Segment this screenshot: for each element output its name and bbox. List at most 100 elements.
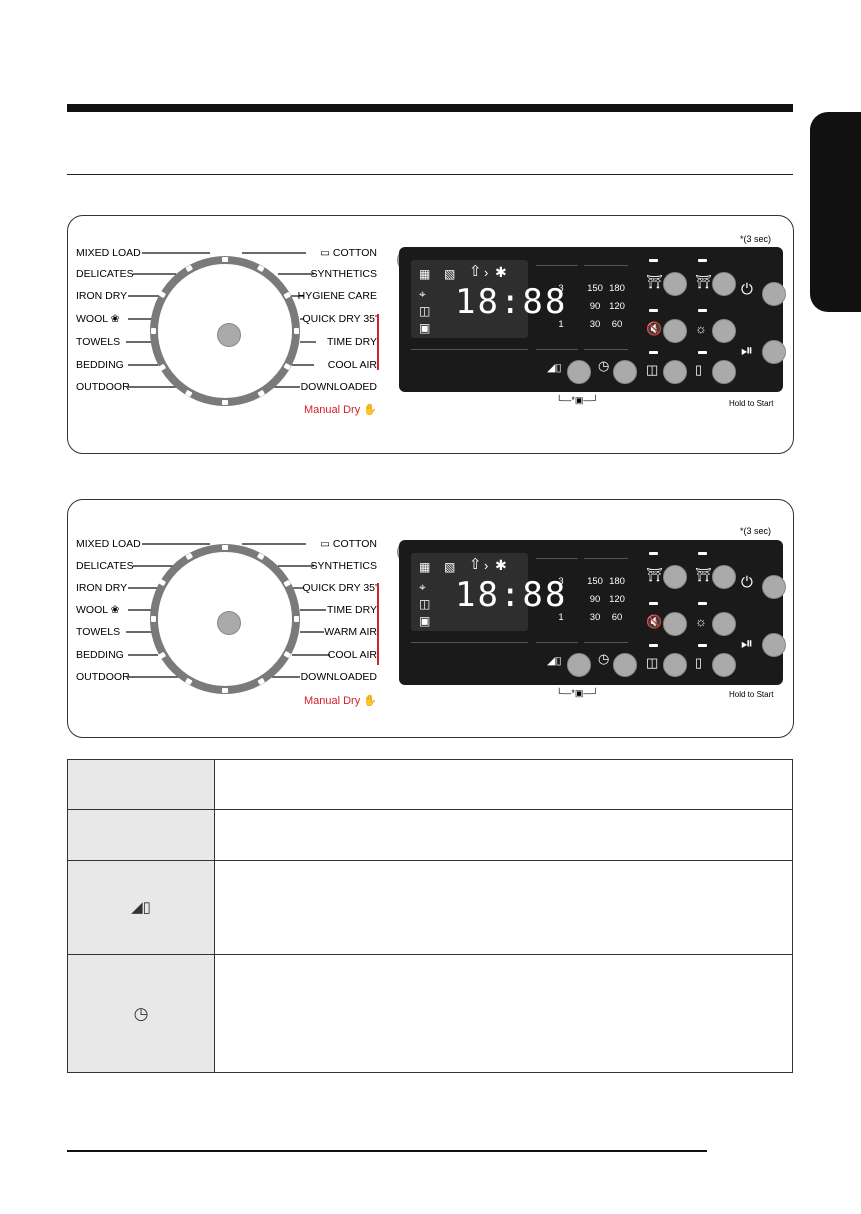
- column-divider: [584, 349, 628, 350]
- clock-icon: ◷: [133, 1003, 149, 1023]
- function-table: ◢▯ ◷: [67, 759, 793, 1073]
- chevron-right-icon: ›: [484, 558, 489, 573]
- program-label: DELICATES: [76, 268, 134, 280]
- level-number: 3: [558, 576, 564, 587]
- table-row: [67, 809, 793, 861]
- level-number: 2: [558, 301, 564, 312]
- filter-icon[interactable]: ◫: [646, 655, 659, 670]
- signal-level-icon[interactable]: ◢▯: [547, 655, 562, 667]
- three-sec-note: *(3 sec): [740, 234, 772, 244]
- display-divider: [411, 349, 528, 350]
- program-bracket: [377, 314, 379, 370]
- program-label: COOL AIR: [327, 649, 377, 661]
- signal-level-icon[interactable]: ◢▯: [547, 362, 562, 374]
- column-divider: [584, 642, 628, 643]
- light-icon[interactable]: ☼: [695, 614, 707, 629]
- column-divider: [536, 265, 578, 266]
- indicator-led: [649, 259, 658, 262]
- program-label: TOWELS: [76, 336, 121, 348]
- mute-icon[interactable]: 🔇: [646, 321, 663, 336]
- time-callout: [613, 360, 637, 384]
- table-value-cell: [214, 759, 793, 810]
- power-icon[interactable]: ⏻: [741, 281, 753, 298]
- child-lock-icon: ▣: [574, 395, 584, 405]
- dry-level-callout: [567, 360, 591, 384]
- program-label: TIME DRY: [327, 336, 377, 348]
- power-callout: [762, 282, 786, 306]
- shirt-icon: ⇧: [469, 263, 482, 280]
- start-pause-icon[interactable]: ⏯: [741, 342, 754, 359]
- indicator-led: [698, 644, 707, 647]
- remote-icon[interactable]: ▯: [695, 655, 703, 670]
- wool-label: WOOL: [76, 313, 108, 325]
- control-panel-diagram-1: MIXED LOAD DELICATES IRON DRY WOOL ❀ TOW…: [67, 215, 794, 454]
- footer-rule: [67, 1150, 707, 1152]
- shirt-steam-icon[interactable]: ⛩: [695, 567, 712, 582]
- option-callout: [712, 272, 736, 296]
- program-label: HYGIENE CARE: [297, 290, 377, 302]
- shirt-icon: ⇧: [469, 556, 482, 573]
- program-label: DELICATES: [76, 560, 134, 572]
- program-label: WARM AIR: [324, 626, 377, 638]
- control-panel-diagram-2: MIXED LOAD DELICATES IRON DRY WOOL ❀ TOW…: [67, 499, 794, 738]
- time-number: 30: [589, 612, 601, 623]
- shirt-lock-icon[interactable]: ⛩: [646, 274, 663, 289]
- start-callout: [762, 340, 786, 364]
- time-number: 180: [609, 283, 625, 294]
- time-number: 60: [611, 612, 623, 623]
- start-pause-icon[interactable]: ⏯: [741, 635, 754, 652]
- display-window: ▦ ▧ ⇧ › ✱ ⌖ ◫ ▣: [411, 260, 528, 338]
- indicator-led: [649, 351, 658, 354]
- shirt-lock-icon[interactable]: ⛩: [646, 567, 663, 582]
- display-divider: [411, 642, 528, 643]
- indicator-led: [698, 602, 707, 605]
- dry-level-callout: [567, 653, 591, 677]
- program-label: MIXED LOAD: [76, 538, 141, 550]
- light-icon[interactable]: ☼: [695, 321, 707, 336]
- time-number: 120: [609, 594, 625, 605]
- clock-icon[interactable]: ◷: [598, 358, 610, 373]
- table-row: ◷: [67, 954, 793, 1073]
- program-dial[interactable]: [150, 544, 300, 694]
- time-number: 180: [609, 576, 625, 587]
- program-label: SYNTHETICS: [310, 560, 377, 572]
- power-icon[interactable]: ⏻: [741, 574, 753, 591]
- program-label: SYNTHETICS: [310, 268, 377, 280]
- remote-icon[interactable]: ▯: [695, 362, 703, 377]
- cotton-icon: ▭: [320, 538, 330, 550]
- program-label: TIME DRY: [327, 604, 377, 616]
- child-lock-icon: ▣: [574, 688, 584, 698]
- lock-icon: ▣: [419, 614, 431, 628]
- program-label-wool: WOOL ❀: [76, 313, 119, 325]
- option-callout: [712, 360, 736, 384]
- seven-segment-readout: 18:88: [455, 282, 568, 322]
- drum-icon: ◫: [419, 597, 431, 611]
- grid-arrow-icon: ▧: [444, 560, 456, 574]
- start-callout: [762, 633, 786, 657]
- mute-icon[interactable]: 🔇: [646, 614, 663, 629]
- time-number: 90: [589, 594, 601, 605]
- seven-segment-readout: 18:88: [455, 575, 568, 615]
- column-divider: [584, 558, 628, 559]
- option-callout: [712, 612, 736, 636]
- indicator-led: [698, 309, 707, 312]
- snowflake-icon: ✱: [495, 557, 507, 573]
- program-label: DOWNLOADED: [300, 671, 377, 683]
- shirt-steam-icon[interactable]: ⛩: [695, 274, 712, 289]
- drum-icon: ◫: [419, 304, 431, 318]
- time-number: 150: [587, 576, 603, 587]
- program-label: OUTDOOR: [76, 381, 130, 393]
- indicator-led: [649, 644, 658, 647]
- program-label-cotton: ▭ COTTON: [320, 247, 377, 259]
- filter-icon[interactable]: ◫: [646, 362, 659, 377]
- cotton-label: COTTON: [332, 538, 377, 550]
- table-row: ◢▯: [67, 860, 793, 955]
- indicator-led: [698, 552, 707, 555]
- program-dial[interactable]: [150, 256, 300, 406]
- display-window: ▦ ▧ ⇧ › ✱ ⌖ ◫ ▣: [411, 553, 528, 631]
- clock-icon[interactable]: ◷: [598, 651, 610, 666]
- grid-icon: ▦: [419, 560, 431, 574]
- option-callout: [712, 319, 736, 343]
- manual-dry-text: Manual Dry: [303, 404, 361, 416]
- program-label: OUTDOOR: [76, 671, 130, 683]
